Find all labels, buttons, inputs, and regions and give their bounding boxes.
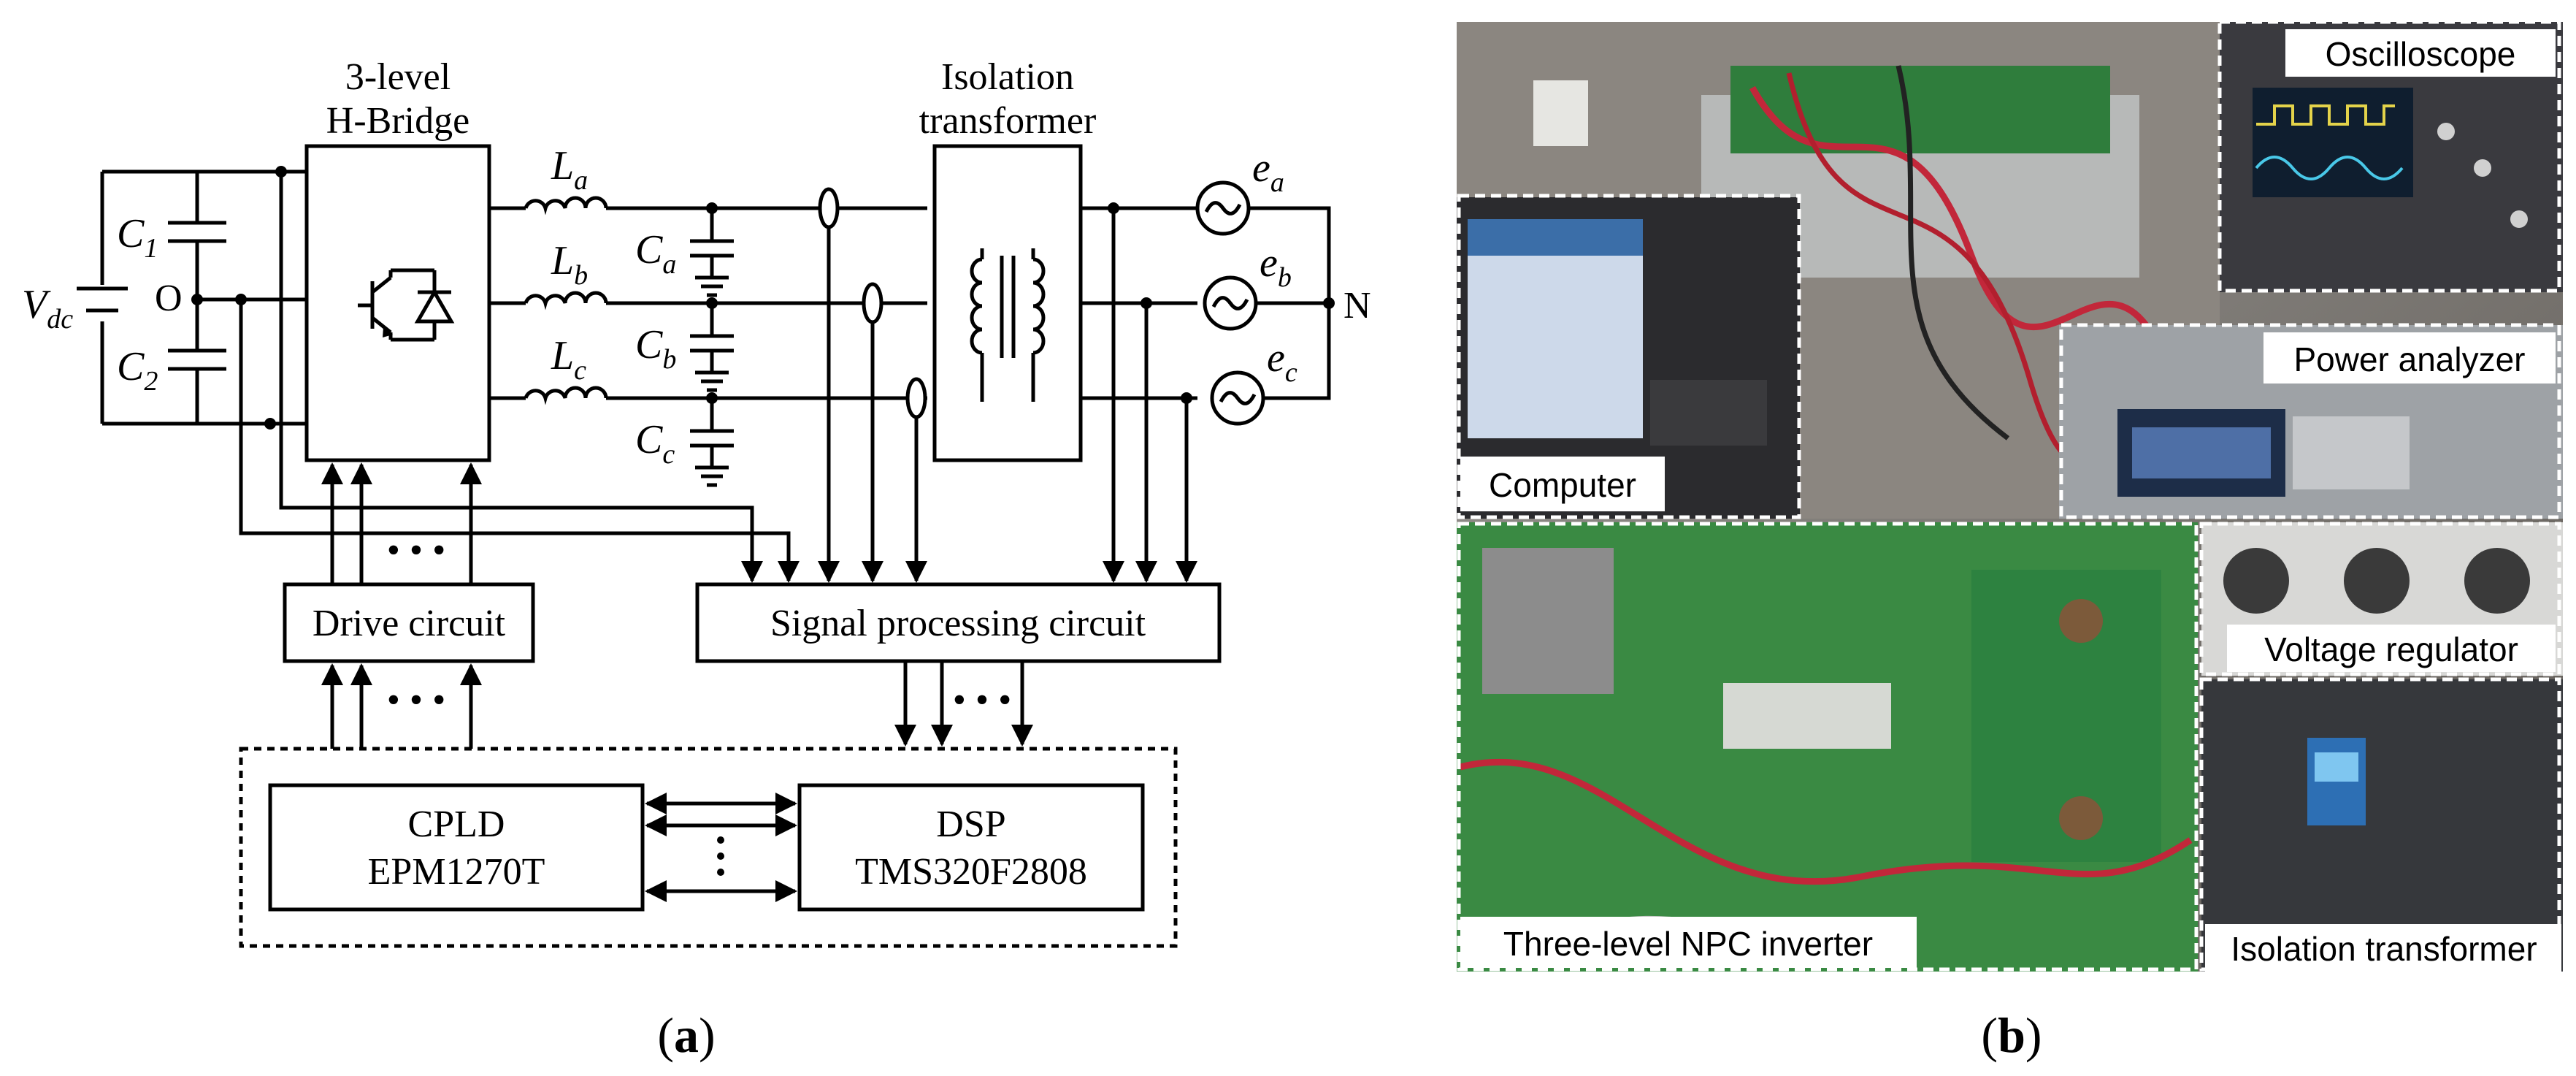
drive-up-dots: • • • [387, 530, 446, 571]
computer-frame [1457, 194, 1801, 519]
caption-a: (a) [657, 1007, 715, 1063]
dsp-label-line2: TMS320F2808 [855, 851, 1087, 893]
node-o-label: O [155, 278, 183, 319]
lb-label: Lb [551, 238, 588, 291]
inductor-lb-symbol [524, 291, 608, 310]
c2-capacitor-symbol [168, 348, 226, 371]
node-n-label: N [1343, 285, 1371, 327]
panel-b-photo: Oscilloscope Computer Power analyzer Thr… [1457, 20, 2563, 1063]
cpld-box [268, 783, 645, 912]
computer-label: Computer [1489, 466, 1636, 504]
igbt-diode-icon [358, 268, 455, 342]
oscilloscope-frame [2217, 20, 2561, 293]
signal-down-dots: • • • [953, 679, 1012, 721]
la-label: La [551, 143, 588, 196]
ac-source-ea [1195, 180, 1251, 236]
dsp-label-line1: DSP [936, 804, 1005, 845]
npc-inverter-frame [1457, 522, 2199, 972]
vdc-battery-symbol [77, 286, 128, 313]
cb-label: Cb [635, 322, 676, 375]
c1-label: C1 [117, 211, 158, 264]
filter-capacitors [690, 202, 734, 487]
c1-capacitor-symbol [168, 221, 226, 243]
isolation-transformer-photo [2201, 679, 2563, 972]
npc-inverter-label: Three-level NPC inverter [1503, 925, 1873, 963]
power-analyzer-label: Power analyzer [2293, 340, 2525, 378]
inductor-la-symbol [524, 196, 608, 215]
ac-source-ec [1210, 370, 1265, 426]
ac-source-eb [1203, 275, 1258, 331]
power-analyzer-frame [2059, 323, 2561, 519]
controller-dashed-box [239, 747, 1178, 948]
ea-label: ea [1252, 145, 1284, 198]
hbridge-box [304, 144, 491, 462]
c2-label: C2 [117, 344, 158, 397]
eb-label: eb [1260, 240, 1292, 293]
drive-down-dots: • • • [387, 679, 446, 721]
signal-processing-box [695, 582, 1222, 663]
lc-label: Lc [551, 333, 586, 386]
drive-circuit-box [283, 582, 535, 663]
current-sensor-b [862, 282, 883, 324]
panel-a-schematic: Vdc C1 C2 O 3-level H-Bridge [22, 56, 1371, 1063]
ec-label: ec [1267, 335, 1297, 388]
voltage-regulator-label: Voltage regulator [2264, 630, 2518, 668]
transformer-box [932, 144, 1083, 462]
dsp-box [797, 783, 1145, 912]
isolation-transformer-label: Isolation transformer [2231, 930, 2537, 968]
current-sensor-a [818, 187, 840, 229]
transformer-coil-icon [970, 248, 1046, 402]
cc-label: Cc [635, 417, 675, 470]
current-sensor-c [905, 377, 927, 419]
voltage-regulator-frame [2199, 522, 2561, 676]
vdc-label: Vdc [22, 282, 73, 335]
transformer-title-line1: Isolation [941, 56, 1074, 98]
ca-label: Ca [635, 227, 676, 280]
cpld-label-line2: EPM1270T [368, 851, 545, 893]
transformer-title-line2: transformer [919, 100, 1097, 142]
inductor-lc-symbol [524, 386, 608, 405]
caption-b: (b) [1981, 1007, 2042, 1063]
drive-circuit-label: Drive circuit [313, 603, 506, 644]
hbridge-title-line2: H-Bridge [326, 100, 469, 142]
cpld-label-line1: CPLD [408, 804, 505, 845]
green-board-photo [1730, 66, 2110, 153]
oscilloscope-label: Oscilloscope [2326, 35, 2516, 73]
signal-processing-label: Signal processing circuit [770, 603, 1146, 644]
hbridge-title-line1: 3-level [345, 56, 451, 98]
